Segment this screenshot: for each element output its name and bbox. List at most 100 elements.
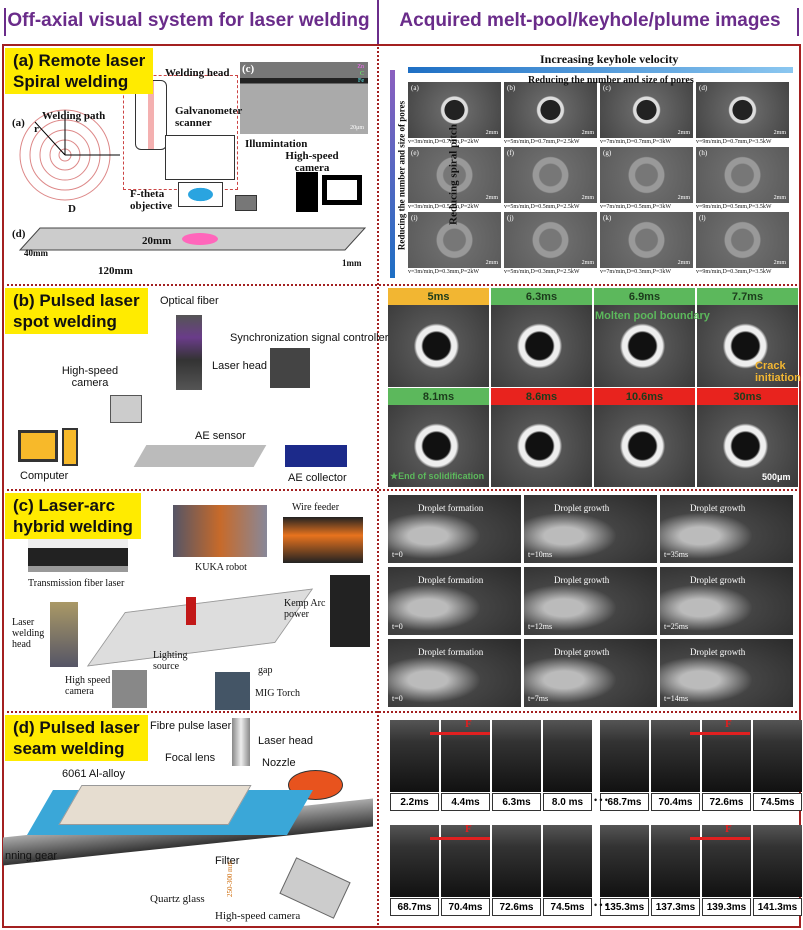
row-divider (2, 711, 801, 713)
pore-image: (g) 2mm (600, 147, 693, 203)
D-label: D (68, 203, 76, 215)
seam-image (390, 825, 439, 897)
spot-weld-image (491, 405, 592, 487)
nozzle-label: Nozzle (262, 757, 296, 769)
time-label: 7.7ms (697, 288, 798, 305)
seam-time: 8.0 ms (543, 793, 592, 811)
panel-caption: v=5m/min,D=0.5mm,P=2.5kW (504, 204, 580, 210)
spot-weld-image (594, 305, 695, 387)
quartz-glass-label: Quartz glass (150, 893, 205, 905)
seam-image (543, 720, 592, 792)
seam-time: 141.3ms (753, 898, 802, 916)
kemp-label: Kemp Arc power (284, 598, 326, 620)
kuka-label: KUKA robot (195, 562, 247, 573)
pore-image: (i)2mm (408, 212, 501, 268)
tag-line: (b) Pulsed laser (13, 291, 140, 310)
mig-torch-label: MIG Torch (255, 688, 300, 699)
panel-id: (h) (699, 149, 708, 157)
crack-initiation-label: Crack initiation (755, 360, 801, 384)
pore-image: (d)2mm (696, 82, 789, 138)
section-b-tag: (b) Pulsed laser spot welding (5, 288, 148, 334)
ae-sensor-label: AE sensor (195, 430, 246, 442)
force-arrow (690, 732, 750, 735)
camera-icon (110, 395, 142, 423)
sync-controller-label: Synchronization signal controller (230, 332, 389, 344)
legend-fe: Fe (358, 78, 364, 84)
seam-time: 74.5ms (543, 898, 592, 916)
droplet-time: t=0 (392, 550, 403, 559)
panel-caption: v=3m/min,D=0.5mm,P=2kW (408, 204, 479, 210)
inset-c-label: (c) (242, 63, 255, 75)
seam-time: 70.4ms (441, 898, 490, 916)
tag-line: (d) Pulsed laser (13, 718, 140, 737)
droplet-title: Droplet growth (554, 575, 610, 585)
ae-collector-icon (285, 445, 347, 467)
droplet-title: Droplet growth (690, 575, 746, 585)
galvo-box (165, 135, 235, 180)
panel-id: (g) (603, 149, 612, 157)
scale-bar: 2mm (677, 195, 690, 201)
scale-bar: 2mm (677, 130, 690, 136)
scale-bar: 20μm (350, 125, 364, 131)
computer-tower-icon (62, 428, 78, 466)
alloy-label: 6061 Al-alloy (62, 768, 125, 780)
top-arrow-label: Increasing keyhole velocity (540, 52, 679, 66)
wire-feeder-photo (283, 517, 363, 563)
force-arrow (690, 837, 750, 840)
seam-image (651, 825, 700, 897)
droplet-title: Droplet formation (418, 503, 484, 513)
seam-time: 72.6ms (492, 898, 541, 916)
scale-bar: 2mm (773, 260, 786, 266)
seam-time: 135.3ms (600, 898, 649, 916)
molten-pool-boundary-label: Molten pool boundary (595, 310, 710, 322)
panel-id: (a) (411, 84, 419, 92)
tag-line: spot welding (13, 312, 117, 331)
pore-image: (b)2mm (504, 82, 597, 138)
panel-caption: v=3m/min,D=0.3mm,P=2kW (408, 269, 479, 275)
droplet-title: Droplet growth (554, 503, 610, 513)
camera-label: High speed camera (65, 675, 111, 697)
monitor-icon (322, 175, 362, 205)
column-divider (377, 44, 379, 928)
scale-bar: 2mm (485, 130, 498, 136)
left-header-text: Off-axial visual system for laser weldin… (7, 10, 370, 31)
ellipsis: • • • (594, 900, 608, 910)
panel-caption: v=7m/min,D=0.5mm,P=3kW (600, 204, 671, 210)
workpiece-plate (18, 227, 367, 251)
seam-image (543, 825, 592, 897)
alloy-block (58, 785, 252, 825)
computer-icon (18, 430, 58, 462)
seam-time: 68.7ms (390, 898, 439, 916)
pore-image: (l)2mm (696, 212, 789, 268)
spot-weld-image (388, 305, 489, 387)
panel-caption: v=5m/min,D=0.3mm,P=2.5kW (504, 269, 580, 275)
laser-head-icon (176, 315, 202, 390)
header-arrow-left (4, 8, 799, 36)
seam-time: 74.5ms (753, 793, 802, 811)
laser-head-label: Laser welding head (12, 617, 45, 650)
camera-label: High-speed camera (285, 150, 339, 174)
panel-id: (k) (603, 214, 612, 222)
laser-head-label: Laser head (258, 735, 314, 747)
ftheta-label: F-theta objective (130, 188, 173, 212)
sub-a-label: (a) (12, 117, 25, 129)
seam-image (651, 720, 700, 792)
time-label: 10.6ms (594, 388, 695, 405)
left-arrow-label: Reducing spiral pitch (447, 124, 460, 225)
panel-id: (b) (507, 84, 516, 92)
seam-image (753, 825, 802, 897)
panel-caption: v=7m/min,D=0.3mm,P=3kW (600, 269, 671, 275)
tag-line: (c) Laser-arc (13, 496, 116, 515)
welding-head-label: Welding head (165, 67, 230, 79)
optical-fiber-label: Optical fiber (160, 295, 219, 307)
dim-1mm: 1mm (342, 258, 362, 268)
running-gear-label: nning gear (5, 850, 57, 862)
laser-head-icon (232, 718, 250, 766)
panel-id: (d) (699, 84, 708, 92)
laser-head-label: Laser head (212, 360, 268, 372)
panel-caption: v=9m/min,D=0.5mm,P=3.5kW (696, 204, 772, 210)
seam-image (441, 825, 490, 897)
dim-40mm: 40mm (24, 248, 48, 258)
